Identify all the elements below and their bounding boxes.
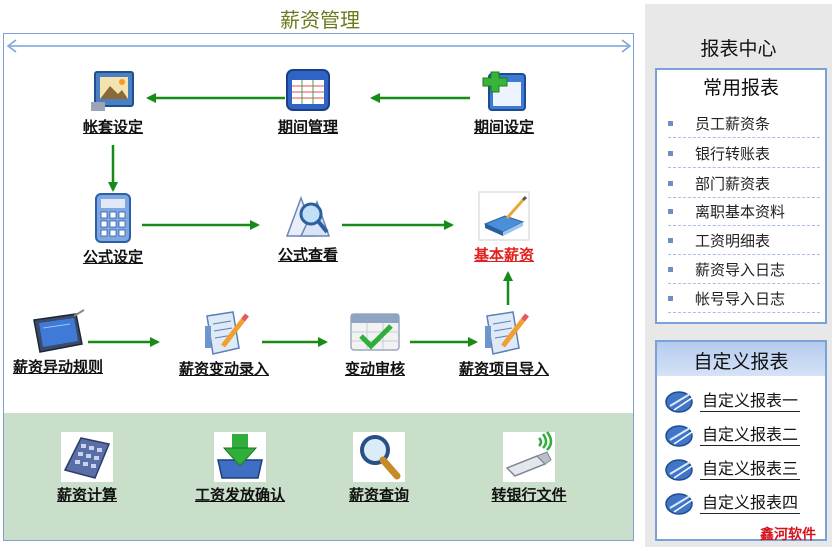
search-icon bbox=[353, 432, 405, 482]
edit-document-icon bbox=[485, 311, 529, 355]
node-qijian-guanli[interactable]: 期间管理 bbox=[266, 66, 350, 137]
calculator-keypad-icon bbox=[61, 432, 113, 482]
common-report-item[interactable]: 帐号导入日志 bbox=[668, 285, 820, 313]
watermark-text: 鑫河软件 bbox=[760, 527, 816, 543]
report-pen-icon bbox=[665, 425, 693, 447]
label-xinzi-chaxun[interactable]: 薪资查询 bbox=[348, 486, 409, 504]
bullet-icon bbox=[668, 267, 673, 272]
label-gongshi-chakan[interactable]: 公式查看 bbox=[277, 246, 338, 264]
flow-arrows bbox=[88, 93, 513, 347]
label-gongshi-sheding[interactable]: 公式设定 bbox=[82, 248, 143, 266]
edit-document-icon bbox=[205, 311, 249, 355]
common-reports-box bbox=[655, 68, 827, 324]
node-yidong-guize[interactable]: 薪资异动规则 bbox=[2, 308, 114, 377]
bullet-icon bbox=[668, 209, 673, 214]
usb-drive-icon bbox=[503, 431, 555, 482]
spreadsheet-icon bbox=[286, 69, 330, 111]
report-pen-icon bbox=[665, 459, 693, 481]
label-qijian-sheding[interactable]: 期间设定 bbox=[473, 118, 534, 136]
node-gongshi-sheding[interactable]: 公式设定 bbox=[70, 192, 156, 267]
node-zhuan-yinhang[interactable]: 转银行文件 bbox=[474, 430, 584, 505]
bullet-icon bbox=[668, 296, 673, 301]
window-plus-icon bbox=[482, 71, 526, 111]
bullet-icon bbox=[668, 121, 673, 126]
custom-report-item[interactable]: 自定义报表二 bbox=[664, 418, 824, 448]
magnifier-document-icon bbox=[285, 195, 331, 237]
width-indicator-arrow bbox=[6, 39, 632, 53]
node-xiangmu-daoru[interactable]: 薪资项目导入 bbox=[446, 308, 562, 379]
node-jiben-xinzi[interactable]: 基本薪资 bbox=[461, 190, 547, 265]
bullet-icon bbox=[668, 181, 673, 186]
report-center-title: 报表中心 bbox=[700, 38, 777, 60]
picture-frame-icon bbox=[91, 71, 134, 111]
bullet-icon bbox=[668, 151, 673, 156]
label-biandong-luru[interactable]: 薪资变动录入 bbox=[178, 360, 269, 378]
main-title: 薪资管理 bbox=[280, 8, 360, 32]
custom-report-item[interactable]: 自定义报表一 bbox=[664, 384, 824, 414]
label-yidong-guize[interactable]: 薪资异动规则 bbox=[12, 358, 103, 376]
common-report-item[interactable]: 员工薪资条 bbox=[668, 110, 820, 138]
common-report-item[interactable]: 工资明细表 bbox=[668, 227, 820, 255]
common-report-item[interactable]: 薪资导入日志 bbox=[668, 256, 820, 284]
calculator-icon bbox=[95, 193, 131, 243]
label-zhangtao-sheding[interactable]: 帐套设定 bbox=[82, 118, 143, 136]
node-xinzi-chaxun[interactable]: 薪资查询 bbox=[336, 430, 422, 505]
node-fafang-queren[interactable]: 工资发放确认 bbox=[178, 430, 302, 505]
custom-reports-title: 自定义报表 bbox=[693, 351, 789, 373]
label-jiben-xinzi[interactable]: 基本薪资 bbox=[473, 246, 534, 264]
common-report-item[interactable]: 离职基本资料 bbox=[668, 198, 820, 226]
common-report-item[interactable]: 部门薪资表 bbox=[668, 170, 820, 198]
bullet-icon bbox=[668, 238, 673, 243]
label-xiangmu-daoru[interactable]: 薪资项目导入 bbox=[458, 360, 549, 378]
common-reports-title: 常用报表 bbox=[702, 77, 779, 99]
node-gongshi-chakan[interactable]: 公式查看 bbox=[266, 192, 350, 265]
node-zhangtao-sheding[interactable]: 帐套设定 bbox=[70, 66, 156, 137]
node-qijian-sheding[interactable]: 期间设定 bbox=[461, 66, 547, 137]
label-xinzi-jisuan[interactable]: 薪资计算 bbox=[56, 486, 117, 504]
report-pen-icon bbox=[665, 391, 693, 413]
label-zhuan-yinhang[interactable]: 转银行文件 bbox=[491, 486, 567, 504]
label-biandong-shenhe[interactable]: 变动审核 bbox=[344, 360, 405, 378]
label-fafang-queren[interactable]: 工资发放确认 bbox=[194, 486, 285, 504]
node-biandong-shenhe[interactable]: 变动审核 bbox=[330, 308, 420, 379]
download-tray-icon bbox=[214, 432, 266, 482]
tablet-device-icon bbox=[33, 309, 85, 353]
custom-reports-header bbox=[657, 342, 825, 376]
book-pencil-icon bbox=[478, 191, 530, 241]
calendar-check-icon bbox=[350, 313, 400, 351]
label-qijian-guanli[interactable]: 期间管理 bbox=[277, 118, 338, 136]
custom-report-item[interactable]: 自定义报表四 bbox=[664, 486, 824, 516]
common-report-item[interactable]: 银行转账表 bbox=[668, 140, 820, 168]
report-pen-icon bbox=[665, 493, 693, 515]
custom-report-item[interactable]: 自定义报表三 bbox=[664, 452, 824, 482]
node-xinzi-jisuan[interactable]: 薪资计算 bbox=[44, 430, 130, 505]
node-biandong-luru[interactable]: 薪资变动录入 bbox=[168, 308, 280, 379]
